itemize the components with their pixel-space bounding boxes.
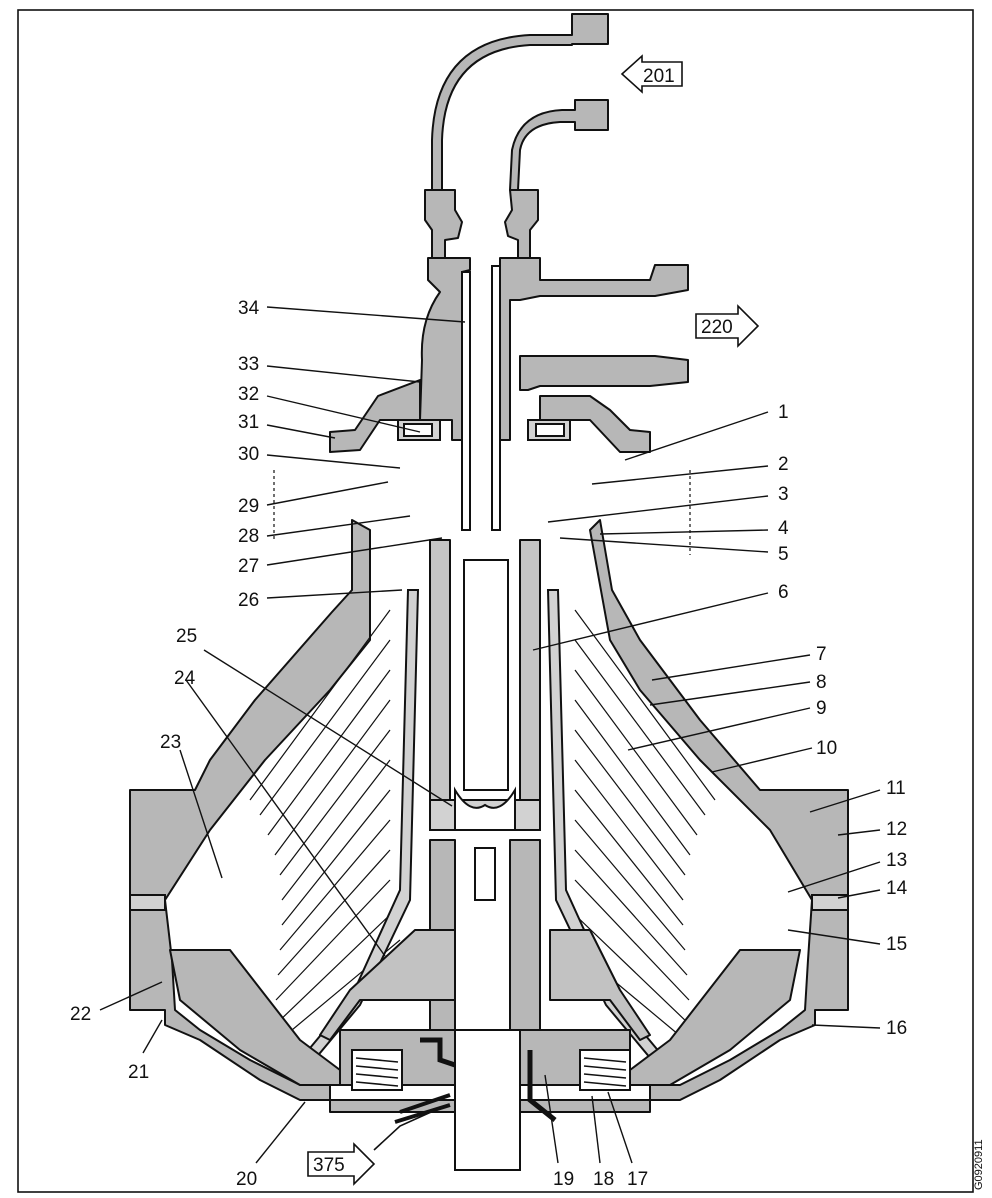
arrow-201-label: 201 bbox=[643, 66, 675, 87]
part-labels: 1 2 3 4 5 6 7 8 9 10 11 12 13 14 15 16 1… bbox=[70, 298, 908, 1190]
label-28: 28 bbox=[238, 526, 259, 547]
label-19: 19 bbox=[553, 1169, 574, 1190]
label-13: 13 bbox=[886, 850, 907, 871]
arrow-201: 201 bbox=[620, 54, 683, 94]
arrow-375: 375 bbox=[307, 1107, 441, 1186]
label-9: 9 bbox=[816, 698, 827, 719]
label-10: 10 bbox=[816, 738, 837, 759]
label-27: 27 bbox=[238, 556, 259, 577]
label-23: 23 bbox=[160, 732, 181, 753]
arrow-220-label: 220 bbox=[701, 317, 733, 338]
arrow-375-label: 375 bbox=[313, 1155, 345, 1176]
label-26: 26 bbox=[238, 590, 259, 611]
leader-lines bbox=[99, 306, 881, 1164]
label-31: 31 bbox=[238, 412, 259, 433]
label-15: 15 bbox=[886, 934, 907, 955]
label-32: 32 bbox=[238, 384, 259, 405]
distributor bbox=[429, 539, 541, 1171]
drawing-code: G0920911 bbox=[973, 1139, 985, 1190]
label-25: 25 bbox=[176, 626, 197, 647]
label-20: 20 bbox=[236, 1169, 257, 1190]
label-22: 22 bbox=[70, 1004, 91, 1025]
label-8: 8 bbox=[816, 672, 827, 693]
label-17: 17 bbox=[627, 1169, 648, 1190]
label-4: 4 bbox=[778, 518, 789, 539]
label-5: 5 bbox=[778, 544, 789, 565]
label-1: 1 bbox=[778, 402, 789, 423]
label-3: 3 bbox=[778, 484, 789, 505]
label-21: 21 bbox=[128, 1062, 149, 1083]
springs bbox=[351, 1049, 631, 1091]
label-33: 33 bbox=[238, 354, 259, 375]
label-2: 2 bbox=[778, 454, 789, 475]
label-6: 6 bbox=[778, 582, 789, 603]
label-14: 14 bbox=[886, 878, 908, 899]
label-12: 12 bbox=[886, 819, 907, 840]
arrow-220: 220 bbox=[695, 304, 760, 348]
label-34: 34 bbox=[238, 298, 260, 319]
label-7: 7 bbox=[816, 644, 827, 665]
upper-housing bbox=[329, 257, 689, 531]
label-16: 16 bbox=[886, 1018, 907, 1039]
bottom-seals bbox=[394, 1037, 557, 1124]
label-24: 24 bbox=[174, 668, 196, 689]
label-18: 18 bbox=[593, 1169, 614, 1190]
label-30: 30 bbox=[238, 444, 259, 465]
label-29: 29 bbox=[238, 496, 259, 517]
label-11: 11 bbox=[886, 778, 906, 799]
inlet-pipe bbox=[424, 13, 609, 259]
